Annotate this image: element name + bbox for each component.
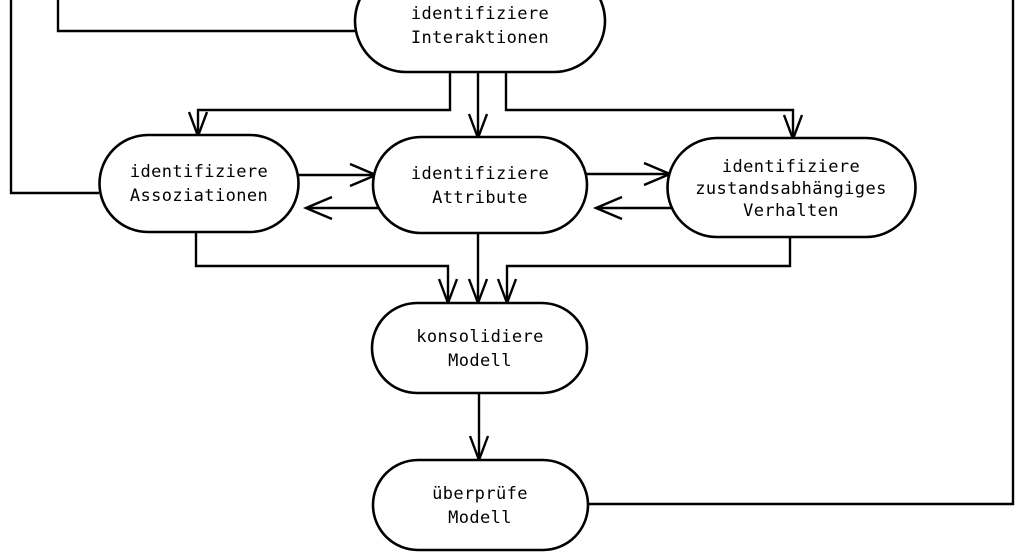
- node-identifiziere-interaktionen[interactable]: identifiziere Interaktionen: [353, 0, 607, 74]
- node-konsolidiere-modell-shape: [370, 301, 589, 395]
- node-ueberpruefe-modell-shape: [371, 458, 590, 552]
- node-konsolidiere-modell[interactable]: konsolidiere Modell: [370, 301, 589, 395]
- node-identifiziere-zustandsabhaengiges-verhalten-shape: [666, 136, 917, 239]
- edge-ueberpruefe-feedback-right: [589, 0, 1015, 506]
- edge-layer: [9, 0, 1015, 506]
- node-konsolidiere-modell-line2: Modell: [448, 351, 512, 371]
- edge-verhalten-to-konsolidiere: [505, 236, 792, 303]
- node-identifiziere-assoziationen[interactable]: identifiziere Assoziationen: [98, 133, 300, 234]
- node-ueberpruefe-modell[interactable]: überprüfe Modell: [371, 458, 590, 552]
- node-ueberpruefe-modell-line2: Modell: [448, 508, 512, 528]
- node-identifiziere-zustandsabhaengiges-verhalten-line2: zustandsabhängiges: [695, 179, 886, 199]
- node-identifiziere-zustandsabhaengiges-verhalten-line3: Verhalten: [743, 201, 839, 221]
- arrowhead-attribute-to-assoziationen: [302, 195, 333, 221]
- node-identifiziere-interaktionen-line2: Interaktionen: [411, 28, 549, 48]
- node-identifiziere-assoziationen-line2: Assoziationen: [130, 186, 268, 206]
- node-identifiziere-attribute-line2: Attribute: [432, 188, 528, 208]
- node-identifiziere-assoziationen-shape: [98, 133, 300, 234]
- node-identifiziere-zustandsabhaengiges-verhalten[interactable]: identifiziere zustandsabhängiges Verhalt…: [666, 136, 917, 239]
- edge-assoziationen-to-konsolidiere: [194, 231, 450, 303]
- edge-feedback-outer-to-assoziationen: [9, 0, 99, 195]
- node-konsolidiere-modell-line1: konsolidiere: [416, 327, 544, 347]
- node-identifiziere-attribute[interactable]: identifiziere Attribute: [371, 135, 589, 235]
- edge-interaktionen-to-verhalten: [504, 72, 795, 139]
- node-identifiziere-interaktionen-line1: identifiziere: [411, 4, 549, 24]
- node-ueberpruefe-modell-line1: überprüfe: [432, 484, 528, 504]
- edge-interaktionen-to-assoziationen: [196, 72, 452, 136]
- node-identifiziere-zustandsabhaengiges-verhalten-line1: identifiziere: [722, 157, 860, 177]
- arrowhead-verhalten-to-attribute: [592, 195, 623, 221]
- node-identifiziere-attribute-shape: [371, 135, 589, 235]
- node-identifiziere-assoziationen-line1: identifiziere: [130, 162, 268, 182]
- node-identifiziere-interaktionen-shape: [353, 0, 607, 74]
- node-identifiziere-attribute-line1: identifiziere: [411, 164, 549, 184]
- edge-feedback-inner-to-interaktionen: [56, 0, 372, 33]
